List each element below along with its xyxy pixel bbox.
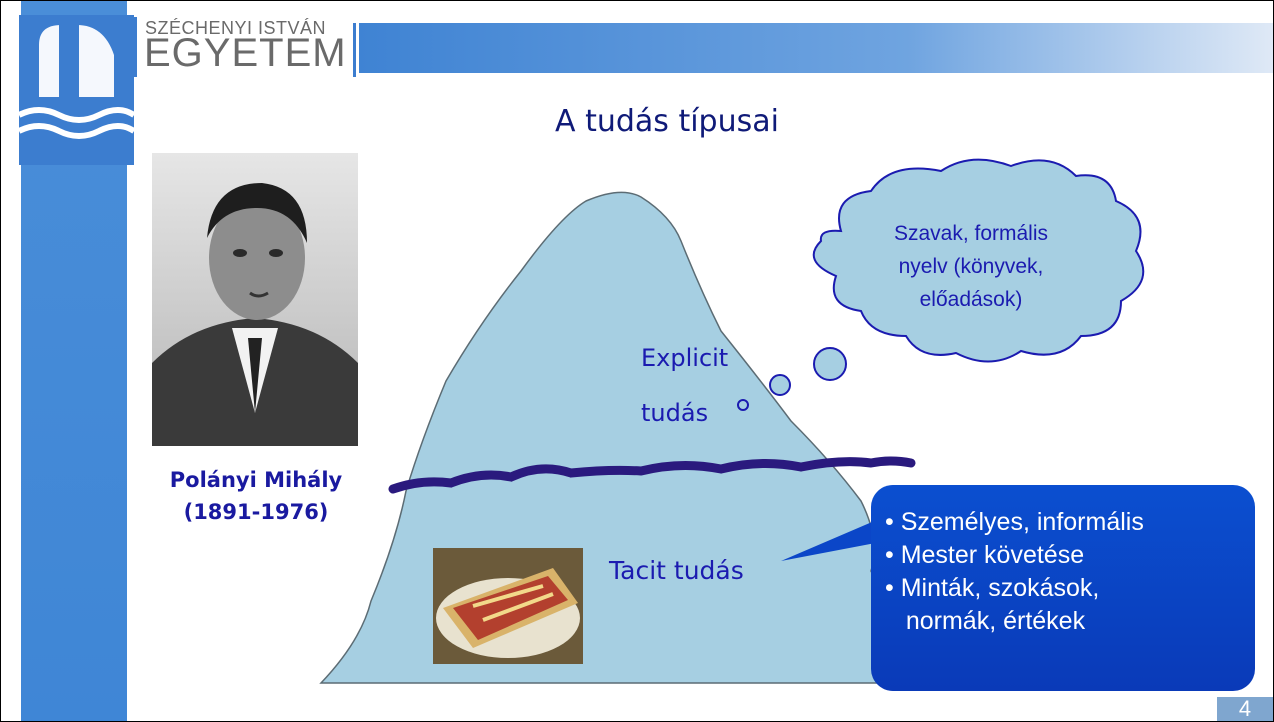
explicit-label-line1: Explicit [641, 344, 729, 372]
callout-item: normák, értékek [885, 607, 1086, 635]
explicit-label-line2: tudás [641, 399, 709, 427]
caption-name: Polányi Mihály [169, 468, 343, 492]
cloud-line-3: előadások) [919, 288, 1023, 311]
portrait-caption: Polányi Mihály (1891-1976) [131, 464, 381, 528]
tacit-callout-box [871, 485, 1255, 691]
thought-cloud [737, 158, 1145, 411]
cloud-text: Szavak, formális nyelv (könyvek, előadás… [865, 217, 1077, 316]
tacit-callout-list: • Személyes, informális • Mester követés… [885, 506, 1245, 638]
waterline [388, 456, 916, 494]
caption-years: (1891-1976) [183, 500, 329, 524]
brand-small-text: SZÉCHENYI ISTVÁN [145, 18, 327, 38]
logo-graphic [17, 15, 136, 165]
brand-divider-right [353, 23, 356, 77]
cake-image [433, 548, 583, 664]
cloud-line-2: nyelv (könyvek, [898, 255, 1044, 278]
university-logo [17, 15, 136, 165]
brand-divider-left [133, 17, 137, 77]
tacit-label: Tacit tudás [609, 556, 744, 585]
callout-pointer [781, 516, 886, 561]
header-band [359, 23, 1273, 73]
callout-item: • Minták, szokások, [885, 574, 1100, 602]
slide-title: A tudás típusai [555, 104, 779, 139]
callout-item: • Mester követése [885, 541, 1085, 569]
portrait-image [152, 153, 358, 446]
portrait-photo [152, 153, 358, 446]
brand-big-text: EGYETEM [144, 31, 347, 75]
cloud-line-1: Szavak, formális [893, 222, 1049, 245]
callout-item: • Személyes, informális [885, 508, 1144, 536]
cake-photo [433, 548, 583, 664]
page-number: 4 [1217, 697, 1273, 721]
